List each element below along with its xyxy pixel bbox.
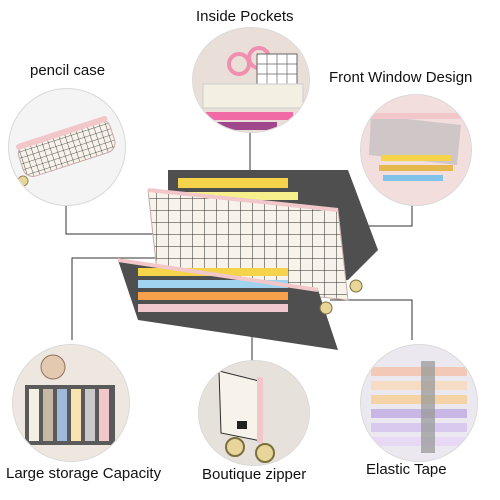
large-storage-image [13, 345, 129, 461]
elastic-tape-image [361, 345, 477, 461]
circle-front-window [360, 94, 472, 206]
circle-boutique-zipper [198, 360, 310, 466]
circle-large-storage [12, 344, 130, 462]
label-front-window: Front Window Design [329, 69, 473, 86]
label-pencil-case: pencil case [30, 62, 106, 79]
label-inside-pockets: Inside Pockets [196, 8, 294, 25]
boutique-zipper-image [199, 361, 309, 465]
label-boutique-zipper: Boutique zipper [202, 466, 307, 483]
front-window-image [361, 95, 471, 205]
circle-inside-pockets [192, 27, 310, 133]
circle-pencil-case [8, 88, 126, 206]
circle-elastic-tape [360, 344, 478, 462]
pencil-case-closed-image [15, 115, 116, 187]
inside-pockets-image [193, 28, 309, 132]
label-elastic-tape: Elastic Tape [366, 461, 447, 478]
label-large-storage: Large storage Capacity [6, 465, 162, 482]
open-pencil-case-image [117, 170, 378, 350]
